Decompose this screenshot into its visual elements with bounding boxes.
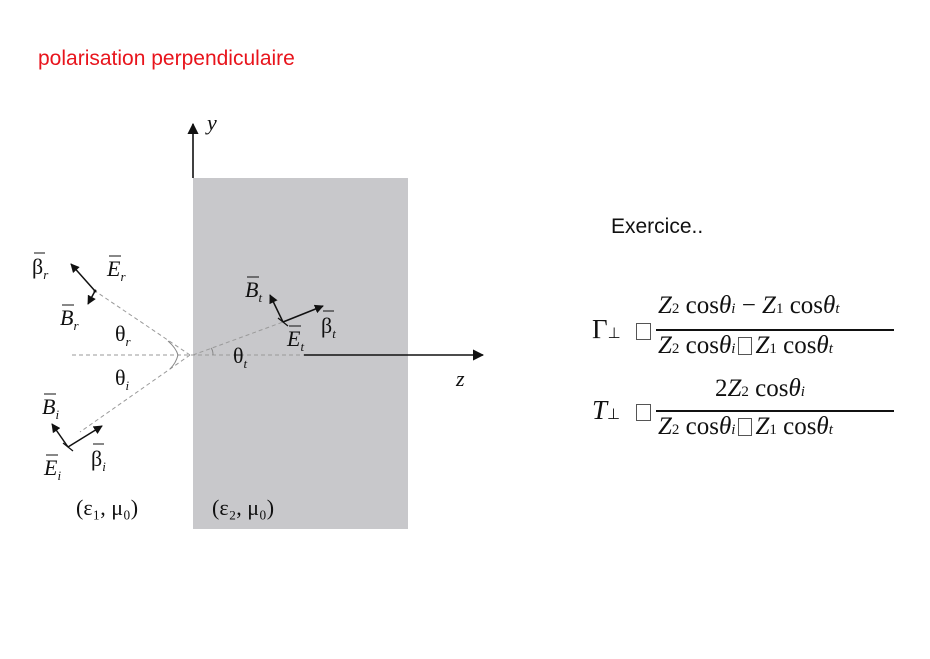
E-i-tick	[62, 442, 74, 452]
missing-glyph-box	[636, 323, 651, 340]
angle-arc-reflected	[167, 340, 179, 356]
z-axis-label: z	[455, 366, 465, 391]
reflected-ray	[94, 290, 191, 356]
label-B-r: Br	[60, 305, 79, 333]
E-t-tick	[277, 317, 289, 327]
incident-ray	[79, 354, 191, 433]
gamma-symbol: Γ⊥	[592, 314, 621, 344]
exercise-label: Exercice..	[611, 215, 704, 238]
label-beta-t: βt	[321, 313, 336, 341]
missing-glyph-box	[738, 337, 753, 355]
label-theta-t: θt	[233, 343, 248, 371]
E-r-origin	[93, 289, 97, 293]
beta-i-arrow	[67, 425, 103, 448]
medium-2-region	[193, 178, 408, 529]
t-numerator: 2Z2 cosθi	[715, 375, 805, 402]
label-theta-i: θi	[115, 365, 130, 393]
beta-t-arrow	[282, 304, 324, 323]
angle-arc-transmitted	[210, 347, 214, 356]
E-r-arrow	[87, 290, 96, 305]
label-beta-i: βi	[91, 446, 106, 474]
label-beta-r: βr	[32, 254, 49, 282]
medium-2-label: (ε₂, μ₀)	[212, 495, 274, 520]
missing-glyph-box	[738, 418, 753, 436]
missing-glyph-box	[636, 404, 651, 421]
B-t-arrow	[269, 294, 284, 323]
t-symbol: T⊥	[592, 395, 621, 425]
label-B-t: Bt	[245, 277, 262, 305]
angle-arc-incident	[169, 354, 179, 370]
medium-1-label: (ε₁, μ₀)	[76, 495, 138, 520]
transmitted-ray	[192, 321, 284, 356]
label-theta-r: θr	[115, 321, 132, 349]
label-E-r: Er	[106, 256, 126, 284]
label-E-i: Ei	[43, 455, 61, 483]
label-E-t: Et	[286, 326, 304, 354]
gamma-numerator: Z2 cosθi − Z1 cosθt	[658, 292, 840, 319]
label-B-i: Bi	[42, 394, 59, 422]
slide-title: polarisation perpendiculaire	[38, 47, 295, 70]
beta-r-arrow	[70, 263, 96, 292]
B-i-arrow	[51, 423, 69, 448]
t-fraction-bar	[656, 410, 894, 412]
y-axis-label: y	[205, 110, 217, 135]
gamma-fraction-bar	[656, 329, 894, 331]
